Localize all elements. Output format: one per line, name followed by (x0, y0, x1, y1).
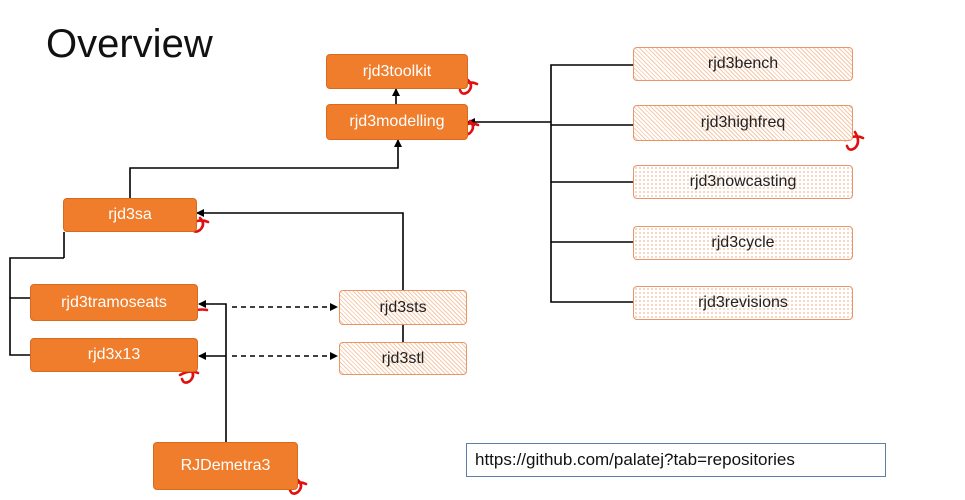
page-title: Overview (46, 22, 213, 66)
edge-left-bracket (9, 297, 30, 356)
node-rjd3bench: rjd3bench (633, 47, 853, 81)
repository-url[interactable]: https://github.com/palatej?tab=repositor… (466, 443, 886, 477)
node-rjd3modelling: rjd3modelling (326, 104, 468, 140)
node-rjd3x13: rjd3x13 (30, 338, 198, 372)
node-rjd3stl: rjd3stl (339, 342, 467, 375)
node-rjd3sa: rjd3sa (63, 198, 197, 232)
edge-rjd-tramo (198, 300, 227, 442)
node-rjd3revisions: rjd3revisions (633, 286, 853, 320)
edge-sa-modelling (129, 139, 402, 198)
node-RJDemetra3: RJDemetra3 (153, 442, 298, 490)
node-rjd3nowcasting: rjd3nowcasting (633, 165, 853, 199)
node-rjd3toolkit: rjd3toolkit (326, 54, 468, 89)
node-rjd3cycle: rjd3cycle (633, 226, 853, 260)
node-rjd3sts: rjd3sts (339, 290, 467, 325)
node-rjd3highfreq: rjd3highfreq (633, 105, 853, 141)
edge-sts-sa (196, 209, 404, 290)
node-rjd3tramoseats: rjd3tramoseats (30, 284, 198, 321)
edge-right-bracket (550, 64, 633, 303)
